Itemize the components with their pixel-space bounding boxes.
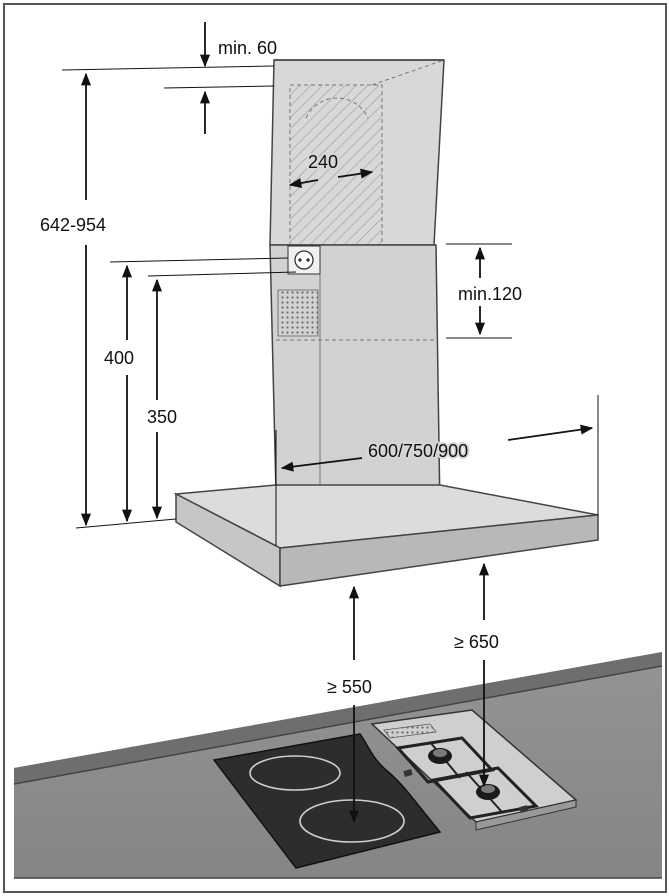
cooking-zone-rear — [249, 755, 341, 791]
label-350: 350 — [147, 407, 177, 427]
electric-cooktop — [212, 733, 442, 869]
chimney-upper — [269, 59, 445, 274]
label-hood-width: 600/750/900 — [368, 441, 468, 461]
label-duct-width: 240 — [308, 152, 338, 172]
label-400: 400 — [104, 348, 134, 368]
label-min-120: min.120 — [458, 284, 522, 304]
dimension-lines — [61, 22, 599, 824]
cooking-zone-front — [299, 799, 405, 843]
power-socket-icon — [287, 245, 321, 275]
label-min-60: min. 60 — [218, 38, 277, 58]
vent-grille — [277, 289, 319, 337]
gas-cooktop — [370, 709, 578, 831]
label-overall-height: 642-954 — [40, 215, 106, 235]
label-clearance-electric: ≥ 550 — [327, 677, 372, 697]
label-clearance-gas: ≥ 650 — [454, 632, 499, 652]
chimney-lower — [269, 244, 441, 514]
hood-canopy — [173, 484, 599, 588]
dimension-labels: min. 60 240 642-954 min.120 400 350 600/… — [40, 38, 522, 697]
